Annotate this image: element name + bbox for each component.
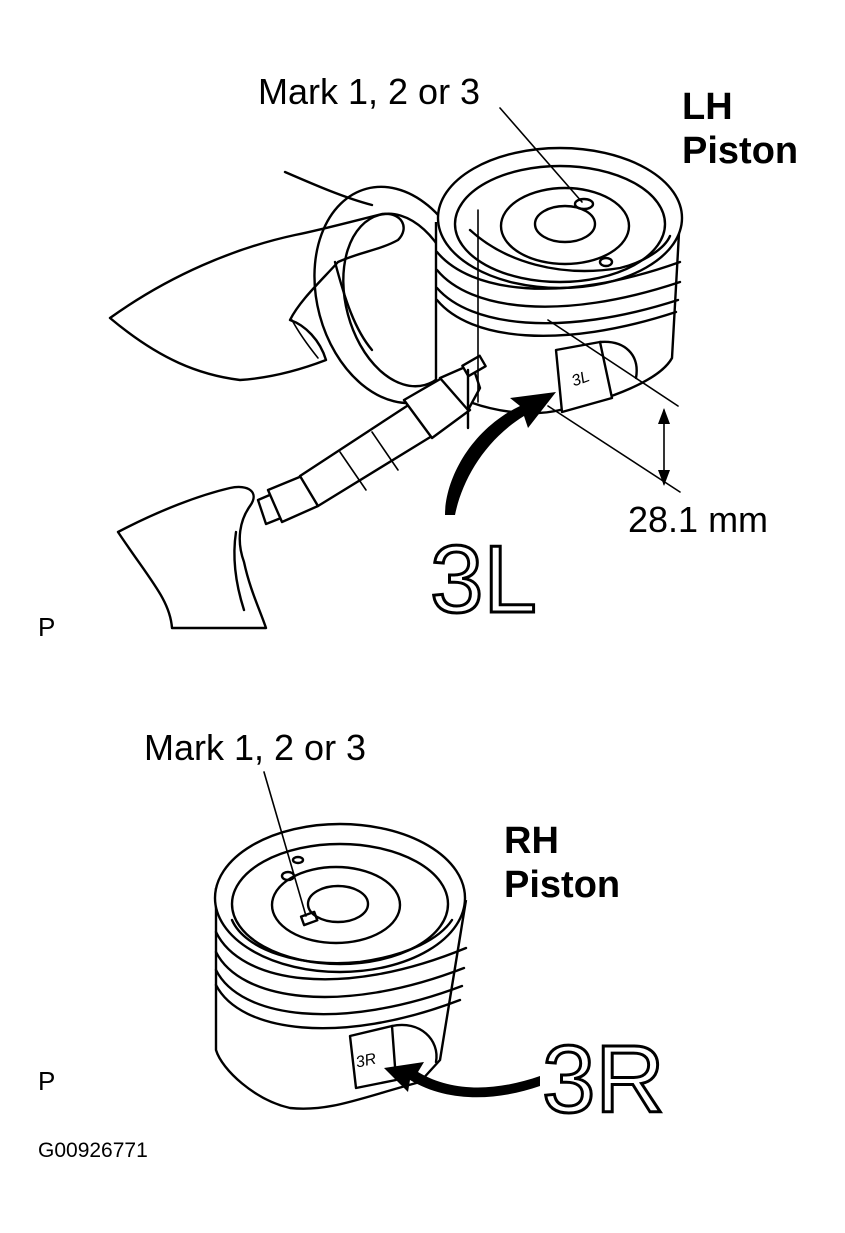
lh-stamp-code: 3L: [429, 526, 539, 633]
rh-mark-label: Mark 1, 2 or 3: [144, 727, 367, 768]
lh-engraved-mark: 3L: [569, 368, 592, 390]
rh-title-line2: Piston: [504, 863, 621, 906]
rh-engraved-mark: 3R: [354, 1051, 378, 1072]
lh-mark-label: Mark 1, 2 or 3: [258, 71, 481, 112]
rh-title-line1: RH: [504, 820, 559, 862]
lh-title-line2: Piston: [682, 129, 799, 172]
piston-height-dimension: 28.1 mm: [628, 499, 769, 540]
rh-piston-title: RH Piston: [504, 820, 620, 907]
figure-code: G00926771: [38, 1139, 148, 1162]
lh-piston-measurement-drawing: [108, 107, 684, 630]
rh-piston-drawing: [213, 771, 540, 1110]
rh-stamp-code: 3R: [541, 1026, 667, 1133]
lh-view-marker: P: [38, 612, 56, 642]
lh-title-line1: LH: [682, 86, 733, 128]
rh-view-marker: P: [38, 1066, 56, 1096]
lh-piston-title: LH Piston: [682, 86, 798, 173]
